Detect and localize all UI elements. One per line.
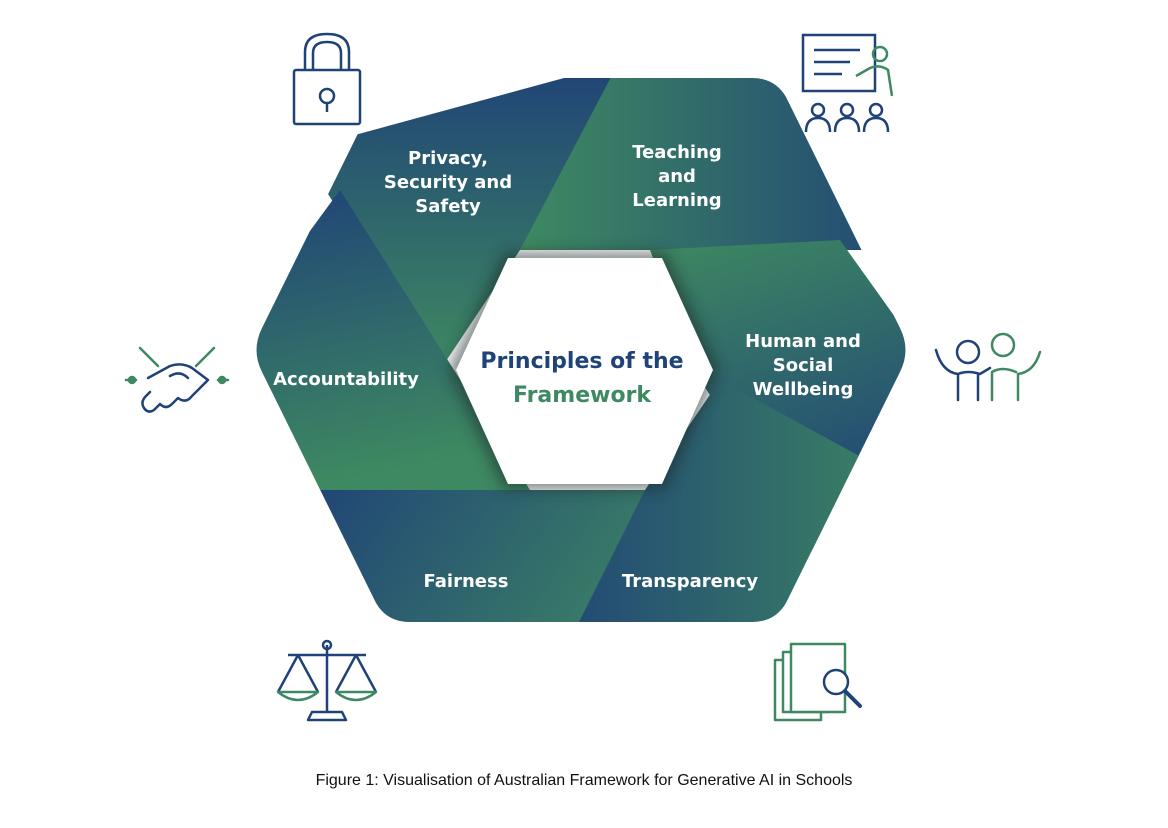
label-teaching: Teaching and Learning [632, 142, 722, 211]
teacher-classroom-icon [801, 33, 894, 133]
center-hexagon [448, 252, 720, 490]
svg-text:Security and: Security and [384, 172, 512, 193]
label-fairness: Fairness [424, 571, 509, 592]
documents-magnifier-icon [773, 642, 862, 722]
handshake-icon [124, 346, 230, 413]
svg-text:Social: Social [773, 355, 834, 376]
padlock-icon [292, 32, 362, 126]
label-privacy: Privacy, Security and Safety [384, 148, 512, 217]
two-people-waving-icon [934, 332, 1042, 402]
figure-caption: Figure 1: Visualisation of Australian Fr… [315, 772, 853, 789]
label-accountability: Accountability [273, 369, 419, 390]
segment-accountability [256, 190, 530, 490]
center-title-line2: Framework [513, 383, 652, 408]
svg-text:Learning: Learning [632, 190, 721, 211]
svg-text:Human and: Human and [745, 331, 861, 352]
segment-fairness [290, 490, 645, 622]
svg-text:Safety: Safety [415, 196, 481, 217]
svg-text:and: and [658, 166, 696, 187]
svg-text:Wellbeing: Wellbeing [753, 379, 854, 400]
label-wellbeing: Human and Social Wellbeing [745, 331, 861, 400]
balance-scale-icon [276, 639, 378, 722]
svg-text:Privacy,: Privacy, [408, 148, 488, 169]
label-transparency: Transparency [622, 571, 758, 592]
center-title-line1: Principles of the [480, 349, 683, 374]
svg-text:Teaching: Teaching [632, 142, 722, 163]
segment-privacy [300, 78, 630, 370]
